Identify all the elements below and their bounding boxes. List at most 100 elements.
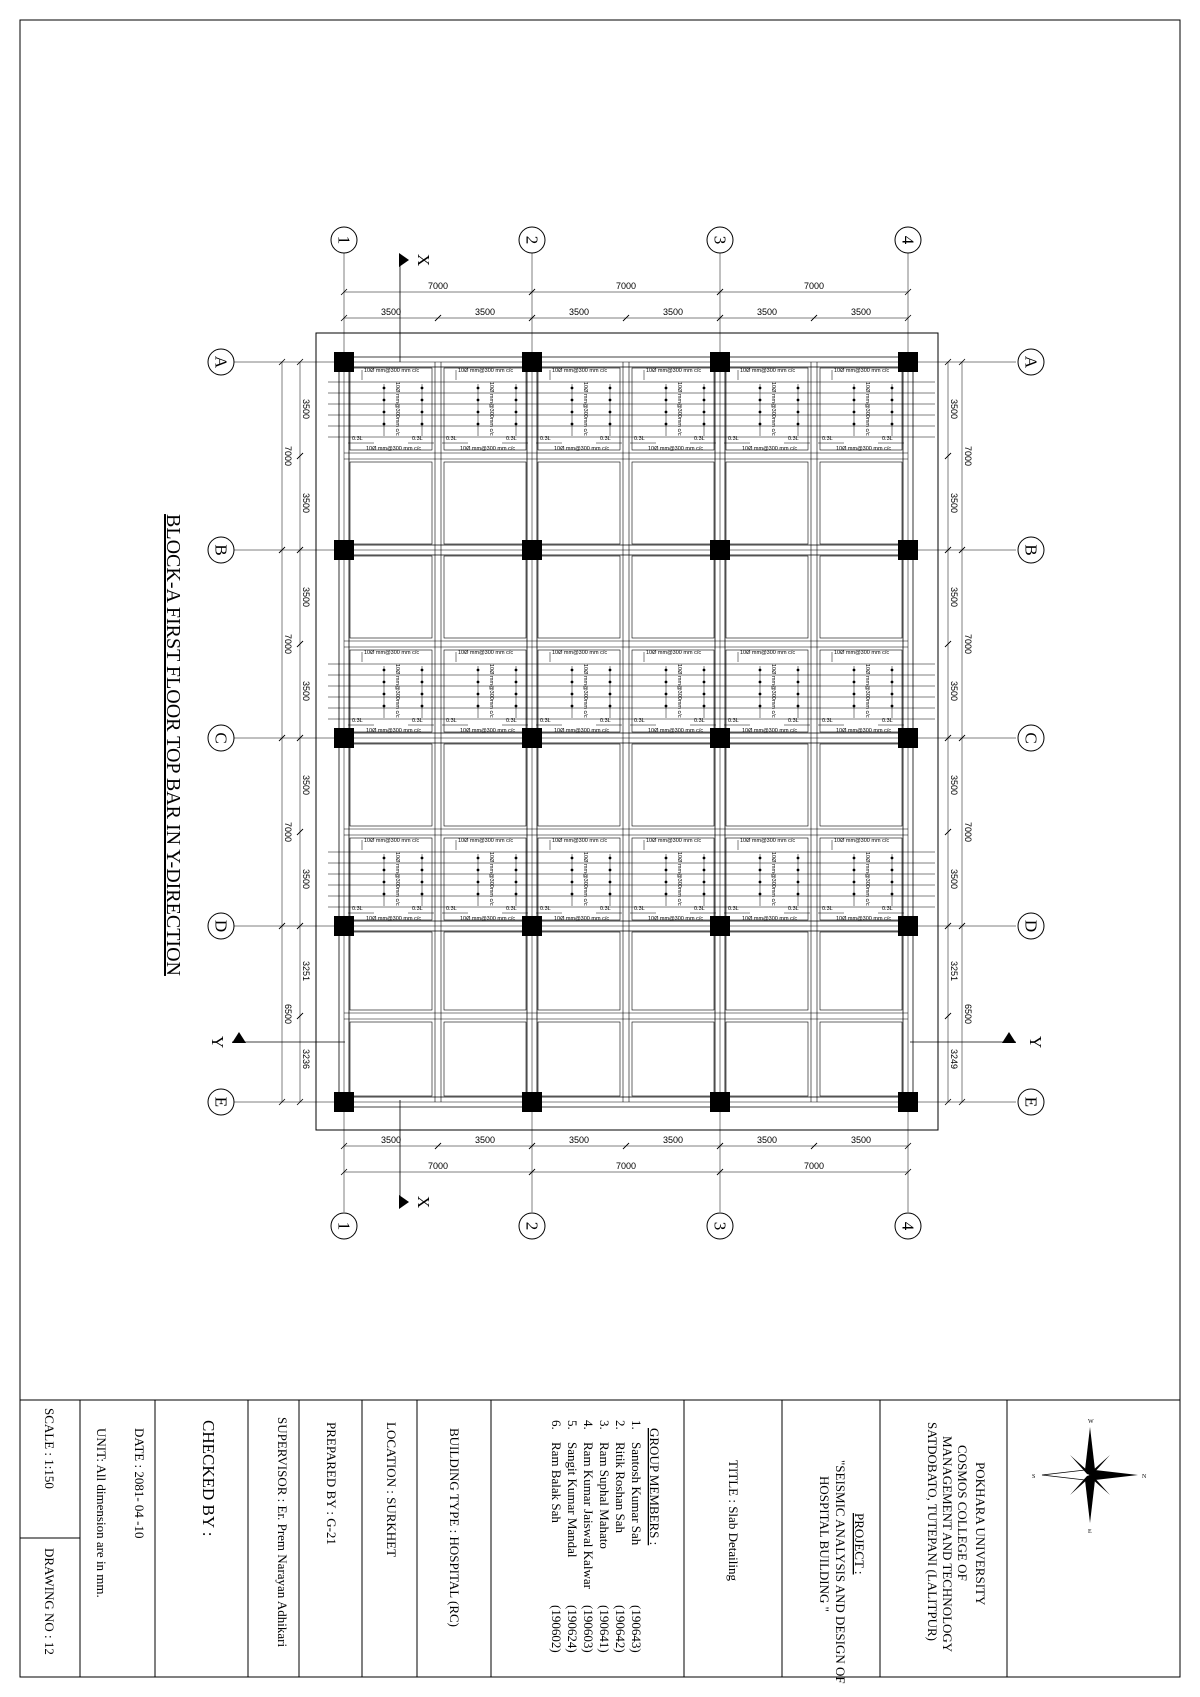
dimension-label: 7000: [963, 446, 973, 466]
dimension-label: 3500: [569, 307, 589, 317]
slab-panel: [631, 367, 715, 451]
rebar-label: 10Ø mm@300mm c/c: [864, 664, 870, 718]
dimension-label: 3500: [381, 307, 401, 317]
slab-panel: [537, 461, 621, 545]
grid-bubble: [706, 1212, 734, 1240]
grid-bubble: [1017, 912, 1045, 940]
prepared-by: PREPARED BY : G-21: [324, 1422, 339, 1545]
dim-tick: [296, 452, 304, 460]
rebar-label: 10Ø mm@300mm c/c: [394, 664, 400, 718]
grid-bubble: [1017, 348, 1045, 376]
member-number: 6.: [549, 1420, 564, 1430]
grid-bubble: [706, 226, 734, 254]
rebar-label: 10Ø mm@300 mm c/c: [554, 446, 609, 452]
member-number: 3.: [597, 1420, 612, 1430]
section-arrow-icon: [1002, 1032, 1016, 1043]
slab-panel: [725, 837, 809, 921]
dim-tick: [278, 1098, 286, 1106]
slab-panel: [725, 461, 809, 545]
column: [898, 1092, 918, 1112]
dimension-label: 3500: [301, 681, 311, 701]
dimension-label: 7000: [963, 634, 973, 654]
dimension-label: 3500: [949, 869, 959, 889]
grid-label: C: [1022, 732, 1041, 743]
span-ratio-label: 0.3L: [694, 718, 705, 724]
rebar-label: 10Ø mm@300 mm c/c: [834, 368, 889, 374]
rebar-label: 10Ø mm@300 mm c/c: [458, 838, 513, 844]
rebar-label: 10Ø mm@300mm c/c: [488, 852, 494, 906]
slab-panel: [725, 931, 809, 1011]
span-ratio-label: 0.3L: [412, 436, 423, 442]
rebar-label: 10Ø mm@300mm c/c: [676, 852, 682, 906]
rebar-label: 10Ø mm@300 mm c/c: [648, 916, 703, 922]
slab-panel: [443, 743, 527, 827]
dimension-label: 3236: [301, 1049, 311, 1069]
dim-tick: [944, 734, 952, 742]
rebar-label: 10Ø mm@300 mm c/c: [552, 650, 607, 656]
column: [334, 728, 354, 748]
dimension-label: 3500: [475, 1135, 495, 1145]
section-y-label: Y: [208, 1036, 227, 1048]
span-ratio-label: 0.3L: [694, 436, 705, 442]
dim-tick: [944, 1012, 952, 1020]
rebar-label: 10Ø mm@300 mm c/c: [646, 838, 701, 844]
dim-tick: [944, 546, 952, 554]
span-ratio-label: 0.3L: [788, 906, 799, 912]
supervisor: SUPERVISOR : Er. Prem Narayan Adhikari: [275, 1417, 290, 1647]
rebar-label: 10Ø mm@300 mm c/c: [460, 916, 515, 922]
grid-bubble: [330, 1212, 358, 1240]
rebar-label: 10Ø mm@300mm c/c: [582, 382, 588, 436]
sheet-title: TITLE : Slab Detailing: [726, 1460, 741, 1581]
grid-bubble: [894, 1212, 922, 1240]
rebar-label: 10Ø mm@300mm c/c: [864, 382, 870, 436]
compass-s: S: [1032, 1474, 1035, 1480]
rebar-label: 10Ø mm@300 mm c/c: [834, 650, 889, 656]
dimension-label: 3500: [301, 775, 311, 795]
dim-tick: [958, 734, 966, 742]
rebar-label: 10Ø mm@300 mm c/c: [836, 916, 891, 922]
dimension-label: 7000: [963, 822, 973, 842]
member-roll: (190642): [613, 1605, 628, 1653]
dim-tick: [296, 734, 304, 742]
dim-tick: [904, 1168, 912, 1176]
dim-tick: [958, 358, 966, 366]
location: LOCATION : SURKHET: [384, 1422, 399, 1557]
rebar-label: 10Ø mm@300mm c/c: [394, 382, 400, 436]
building-type: BUILDING TYPE : HOSPITAL (RC): [447, 1428, 462, 1627]
slab-panel: [819, 931, 903, 1011]
grid-bubble: [207, 348, 235, 376]
member-name: Ritik Roshan Sah: [613, 1442, 628, 1534]
dim-tick: [716, 1168, 724, 1176]
dim-tick: [296, 1012, 304, 1020]
grid-label: A: [212, 356, 231, 369]
dim-tick: [958, 546, 966, 554]
grid-label: D: [1022, 920, 1041, 932]
dimension-label: 7000: [283, 822, 293, 842]
rebar-label: 10Ø mm@300 mm c/c: [648, 446, 703, 452]
rebar-label: 10Ø mm@300 mm c/c: [552, 838, 607, 844]
rebar-label: 10Ø mm@300mm c/c: [676, 382, 682, 436]
span-ratio-label: 0.3L: [506, 906, 517, 912]
dimension-label: 3500: [851, 307, 871, 317]
grid-bubble: [207, 1088, 235, 1116]
dim-tick: [716, 1142, 724, 1150]
section-x-label: X: [414, 1196, 433, 1208]
rebar-label: 10Ø mm@300 mm c/c: [836, 446, 891, 452]
rebar-label: 10Ø mm@300 mm c/c: [742, 728, 797, 734]
member-number: 5.: [565, 1420, 580, 1430]
rebar-label: 10Ø mm@300 mm c/c: [740, 838, 795, 844]
rebar-label: 10Ø mm@300 mm c/c: [364, 368, 419, 374]
member-number: 2.: [613, 1420, 628, 1430]
rebar-label: 10Ø mm@300mm c/c: [582, 664, 588, 718]
grid-bubble: [330, 226, 358, 254]
dimension-label: 7000: [428, 1161, 448, 1171]
slab-panel: [725, 649, 809, 733]
dim-tick: [278, 358, 286, 366]
dimension-label: 7000: [283, 634, 293, 654]
section-y-left: Y: [208, 1032, 345, 1048]
rebar-label: 10Ø mm@300 mm c/c: [458, 368, 513, 374]
dimension-label: 3500: [949, 681, 959, 701]
dim-tick: [904, 314, 912, 322]
dim-tick: [622, 1142, 630, 1150]
project-line-1: "SEISMIC ANALYSIS AND DESIGN OF: [833, 1460, 848, 1684]
